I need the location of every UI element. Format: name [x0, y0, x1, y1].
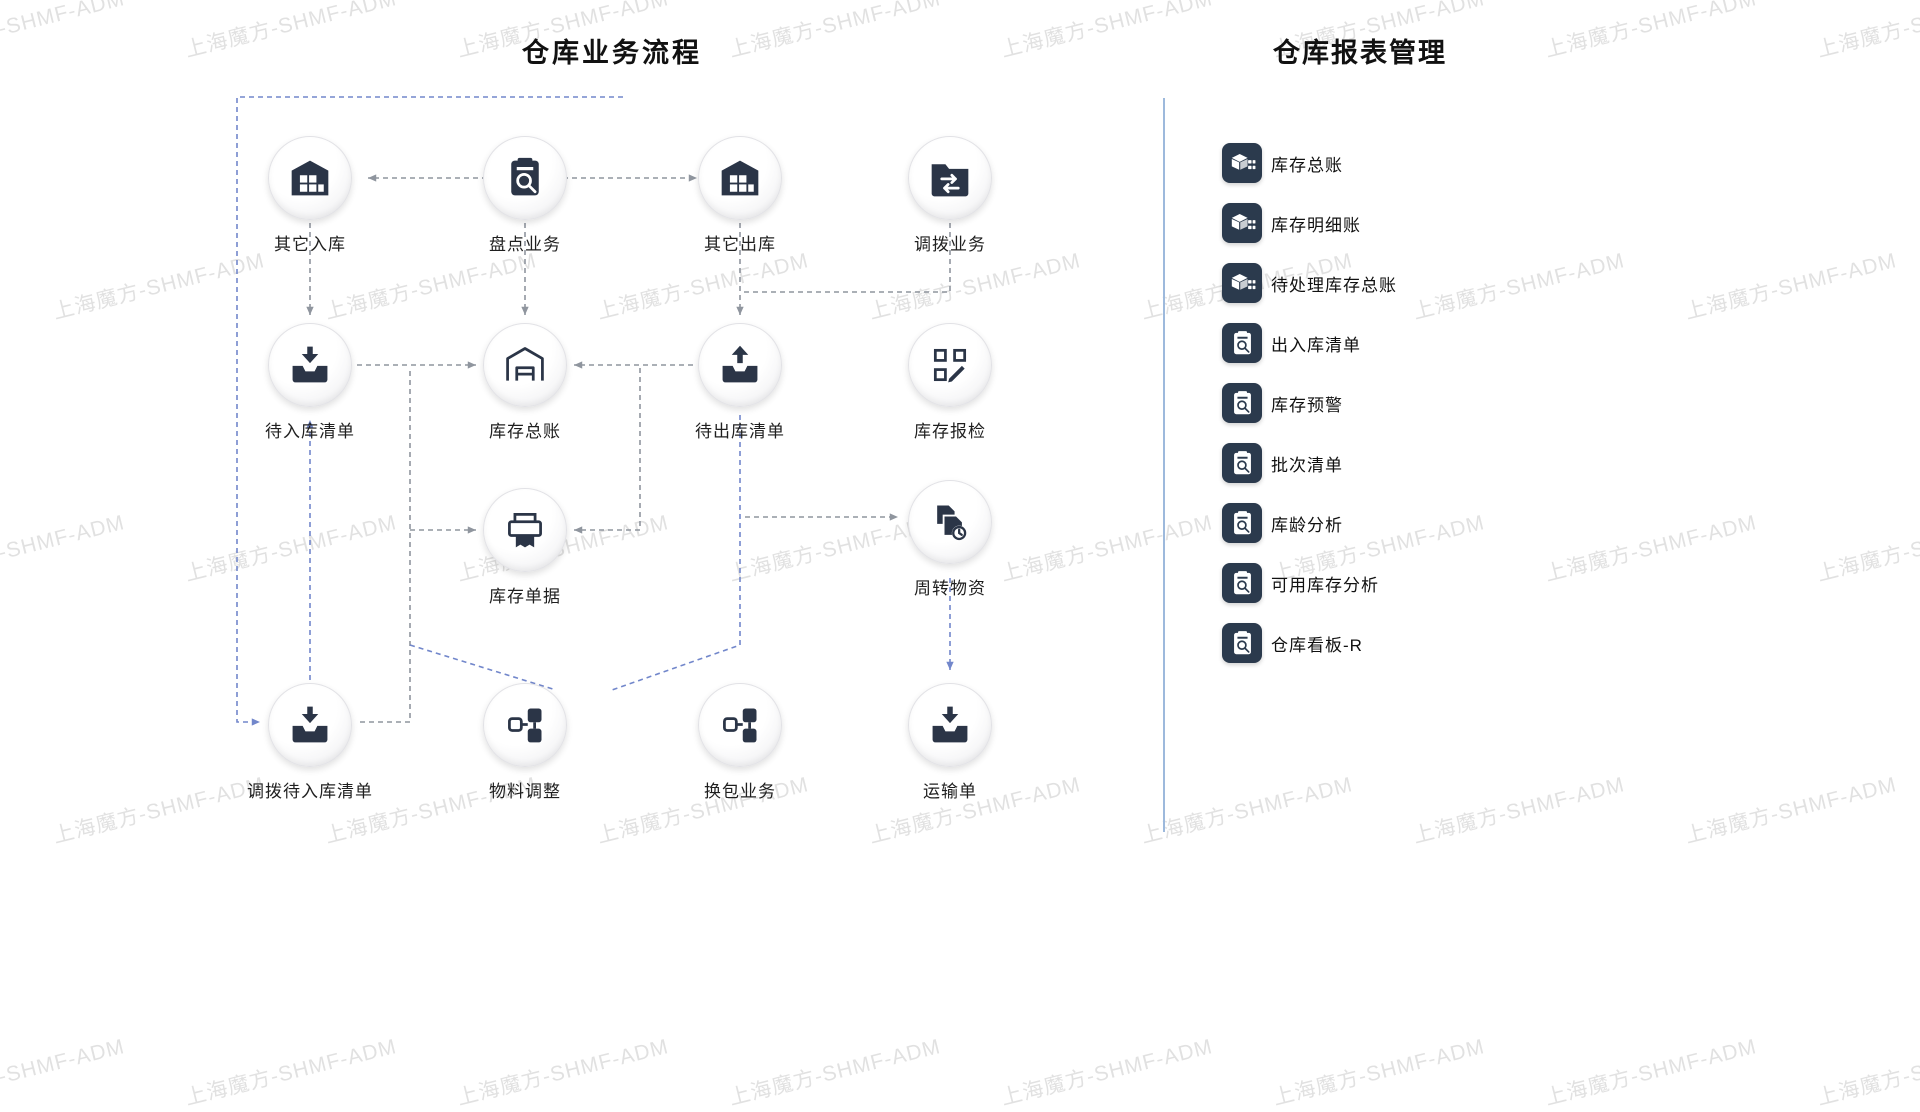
report-item-2[interactable]: 待处理库存总账	[1180, 253, 1397, 313]
flow-node-zhouzhuan-wuzi[interactable]: 周转物资	[908, 480, 992, 598]
flow-node-label: 运输单	[923, 782, 977, 801]
inbox-down-icon	[268, 683, 352, 767]
printer-receipt-icon	[483, 488, 567, 572]
flow-edge-arrowhead	[467, 361, 476, 369]
flow-edge-arrowhead	[574, 526, 583, 534]
report-item-label: 库存明细账	[1271, 215, 1361, 235]
flow-edge-arrowhead	[467, 526, 476, 534]
flow-node-daichuku-qingdan[interactable]: 待出库清单	[695, 323, 784, 441]
flow-node-label: 其它出库	[704, 235, 776, 254]
flow-node-yunshu-dan[interactable]: 运输单	[908, 683, 992, 801]
report-item-0[interactable]: 库存总账	[1180, 133, 1397, 193]
flow-node-label: 库存报检	[914, 422, 986, 441]
report-title: 仓库报表管理	[1273, 38, 1447, 68]
report-item-label: 可用库存分析	[1271, 575, 1379, 595]
flow-node-diaobo-dairuku[interactable]: 调拨待入库清单	[247, 683, 372, 801]
flow-edge-arrowhead	[688, 174, 697, 182]
nodes-link-icon	[483, 683, 567, 767]
report-item-label: 待处理库存总账	[1271, 275, 1397, 295]
nodes-link-icon	[698, 683, 782, 767]
clipboard-search-icon	[1222, 443, 1262, 483]
flow-node-kucun-zongzhang[interactable]: 库存总账	[483, 323, 567, 441]
outbox-up-icon	[698, 323, 782, 407]
flow-edge	[360, 368, 411, 723]
flow-node-kucun-baojian[interactable]: 库存报检	[908, 323, 992, 441]
flow-node-label: 盘点业务	[489, 235, 561, 254]
flow-node-pandian-yewu[interactable]: 盘点业务	[483, 136, 567, 254]
flow-node-label: 库存单据	[489, 587, 561, 606]
report-item-5[interactable]: 批次清单	[1180, 433, 1397, 493]
report-item-label: 出入库清单	[1271, 335, 1361, 355]
box-list-icon	[1222, 143, 1262, 183]
flow-node-kucun-danju[interactable]: 库存单据	[483, 488, 567, 606]
panel-divider	[1163, 98, 1165, 832]
flow-node-label: 待出库清单	[695, 422, 785, 441]
flow-edge-arrowhead	[521, 306, 529, 315]
flow-node-label: 物料调整	[489, 782, 561, 801]
clipboard-search-icon	[483, 136, 567, 220]
flow-node-diaobo-yewu[interactable]: 调拨业务	[908, 136, 992, 254]
report-item-label: 仓库看板-R	[1271, 635, 1363, 655]
clipboard-search-icon	[1222, 323, 1262, 363]
report-list: 库存总账库存明细账待处理库存总账出入库清单库存预警批次清单库龄分析可用库存分析仓…	[1180, 133, 1397, 673]
report-item-6[interactable]: 库龄分析	[1180, 493, 1397, 553]
flow-node-qita-ruku[interactable]: 其它入库	[268, 136, 352, 254]
flow-edge-arrowhead	[306, 420, 314, 429]
box-list-icon	[1222, 203, 1262, 243]
flow-node-label: 库存总账	[489, 422, 561, 441]
clipboard-search-icon	[1222, 563, 1262, 603]
flow-edge-arrowhead	[889, 513, 898, 521]
flow-node-label: 调拨业务	[914, 235, 986, 254]
report-item-7[interactable]: 可用库存分析	[1180, 553, 1397, 613]
flow-edge-arrowhead	[736, 306, 744, 315]
flow-edges	[236, 96, 954, 726]
flow-node-huanbao-yewu[interactable]: 换包业务	[698, 683, 782, 801]
report-item-8[interactable]: 仓库看板-R	[1180, 613, 1397, 673]
flow-title: 仓库业务流程	[522, 38, 702, 68]
flow-node-label: 周转物资	[914, 579, 986, 598]
report-item-1[interactable]: 库存明细账	[1180, 193, 1397, 253]
flow-node-label: 换包业务	[704, 782, 776, 801]
report-item-label: 库存预警	[1271, 395, 1343, 415]
flow-node-dairuku-qingdan[interactable]: 待入库清单	[265, 323, 354, 441]
flow-edge	[744, 223, 951, 293]
report-item-label: 库龄分析	[1271, 515, 1343, 535]
qr-pen-icon	[908, 323, 992, 407]
warehouse-outline-icon	[483, 323, 567, 407]
flow-edge-arrowhead	[306, 306, 314, 315]
clipboard-search-icon	[1222, 503, 1262, 543]
inbox-down-icon	[268, 323, 352, 407]
report-panel: 仓库报表管理 库存总账库存明细账待处理库存总账出入库清单库存预警批次清单库龄分析…	[1180, 0, 1920, 1072]
flow-edge	[574, 368, 641, 531]
clipboard-search-icon	[1222, 383, 1262, 423]
docs-refresh-icon	[908, 480, 992, 564]
flow-node-label: 待入库清单	[265, 422, 355, 441]
flow-node-qita-chuku[interactable]: 其它出库	[698, 136, 782, 254]
clipboard-search-icon	[1222, 623, 1262, 663]
box-list-icon	[1222, 263, 1262, 303]
flow-panel: 仓库业务流程 其它入库 盘点业务 其它出库 调拨业务待入库清单 库存总账 待出库清单 库存报…	[236, 38, 992, 801]
warehouse-grid-icon	[268, 136, 352, 220]
flow-edge	[409, 644, 557, 691]
report-item-4[interactable]: 库存预警	[1180, 373, 1397, 433]
flow-edge	[236, 96, 623, 723]
flow-edge-arrowhead	[368, 174, 377, 182]
inbox-down-icon	[908, 683, 992, 767]
folder-transfer-icon	[908, 136, 992, 220]
flow-node-wuliao-tiaozheng[interactable]: 物料调整	[483, 683, 567, 801]
flow-node-label: 调拨待入库清单	[247, 782, 373, 801]
flow-edge	[611, 415, 741, 691]
flow-edge-arrowhead	[251, 718, 260, 726]
report-item-3[interactable]: 出入库清单	[1180, 313, 1397, 373]
report-item-label: 批次清单	[1271, 455, 1343, 475]
flow-node-label: 其它入库	[274, 235, 346, 254]
flow-edge-arrowhead	[946, 661, 954, 670]
flow-edge-arrowhead	[574, 361, 583, 369]
report-item-label: 库存总账	[1271, 155, 1343, 175]
warehouse-grid-icon	[698, 136, 782, 220]
